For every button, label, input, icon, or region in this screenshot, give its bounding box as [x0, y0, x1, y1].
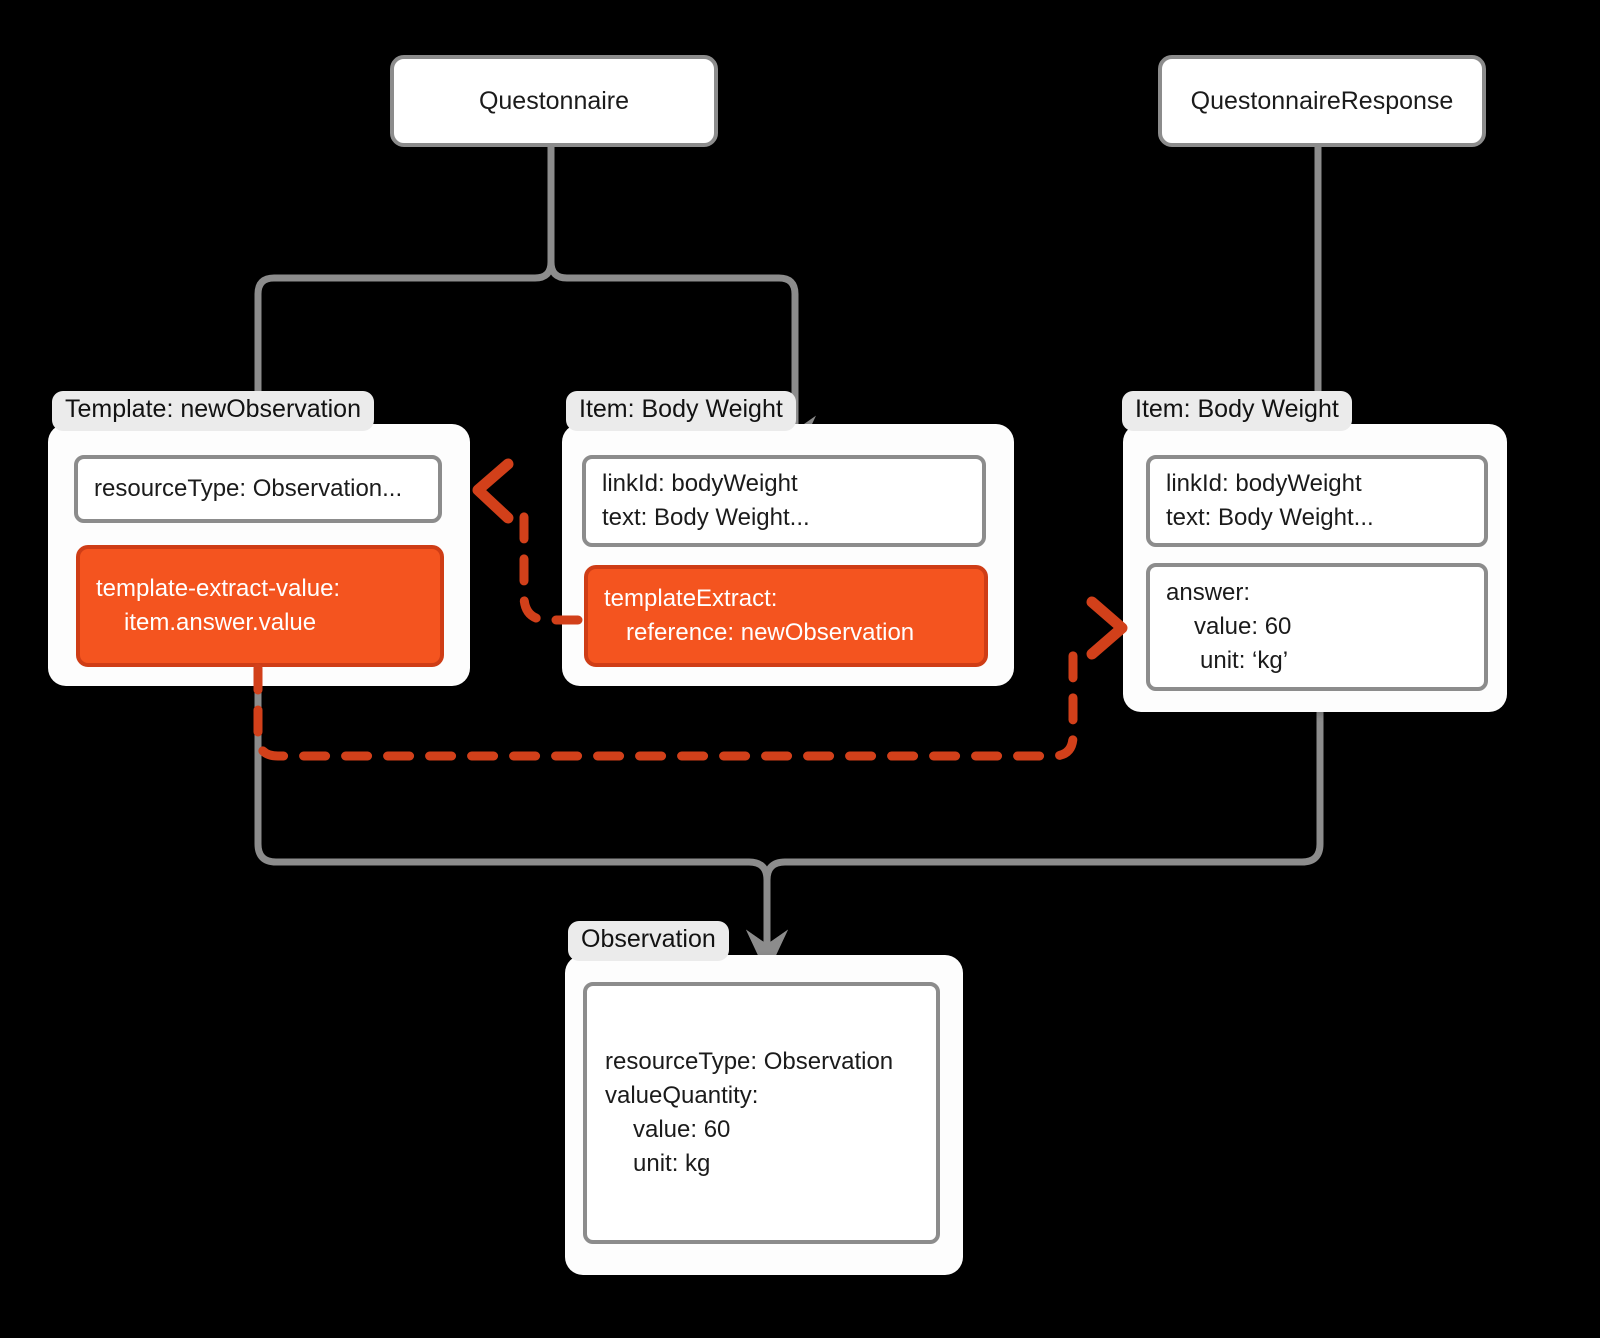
field-line: text: Body Weight... — [1166, 504, 1374, 531]
field-resource-type[interactable]: resourceType: Observation... — [74, 455, 442, 523]
field-line: linkId: bodyWeight — [1166, 469, 1362, 497]
card-label-response-item: Item: Body Weight — [1122, 391, 1352, 431]
field-line: value: 60 — [633, 1116, 731, 1143]
arrowhead-to-answer — [1086, 596, 1128, 660]
node-questionnaire-response[interactable]: QuestonnaireResponse — [1158, 55, 1486, 147]
field-line: answer: — [1166, 578, 1251, 606]
field-line: resourceType: Observation... — [94, 474, 403, 502]
card-label-text: Item: Body Weight — [1135, 395, 1339, 423]
card-label-observation: Observation — [568, 921, 729, 961]
field-line: reference: newObservation — [626, 619, 915, 646]
connector-questionnaire-to-item — [547, 134, 816, 461]
node-questionnaire-label: Questonnaire — [478, 86, 630, 115]
card-label-questionnaire-item: Item: Body Weight — [566, 391, 796, 431]
field-line: item.answer.value — [124, 609, 317, 636]
field-line: unit: ‘kg’ — [1200, 647, 1289, 675]
field-line: value: 60 — [1194, 612, 1292, 640]
field-line: text: Body Weight... — [602, 504, 810, 531]
field-observation-body[interactable]: resourceType: Observation valueQuantity:… — [583, 982, 940, 1244]
field-template-extract-value[interactable]: template-extract-value: item.answer.valu… — [76, 545, 444, 667]
field-line: unit: kg — [633, 1150, 711, 1178]
connector-response-item-to-observation — [746, 702, 1324, 975]
field-template-extract[interactable]: templateExtract: reference: newObservati… — [584, 565, 988, 667]
connector-template-extract-to-template-dashed — [519, 503, 583, 625]
field-line: resourceType: Observation — [605, 1047, 894, 1075]
field-answer[interactable]: answer: value: 60 unit: ‘kg’ — [1146, 563, 1488, 691]
field-linkid-text-response[interactable]: linkId: bodyWeight text: Body Weight... — [1146, 455, 1488, 547]
card-label-text: Item: Body Weight — [579, 395, 783, 423]
field-line: template-extract-value: — [96, 574, 341, 602]
field-line: templateExtract: — [604, 584, 778, 612]
node-questionnaire-response-label: QuestonnaireResponse — [1190, 86, 1454, 115]
arrowhead-to-resource-type — [472, 458, 514, 524]
card-label-template-new-observation: Template: newObservation — [52, 391, 374, 431]
node-questionnaire[interactable]: Questonnaire — [390, 55, 718, 147]
connector-extract-value-to-answer-dashed — [253, 643, 1078, 761]
card-label-text: Observation — [581, 925, 716, 953]
field-line: valueQuantity: — [605, 1081, 759, 1109]
card-label-text: Template: newObservation — [65, 395, 361, 423]
field-line: linkId: bodyWeight — [602, 469, 798, 497]
